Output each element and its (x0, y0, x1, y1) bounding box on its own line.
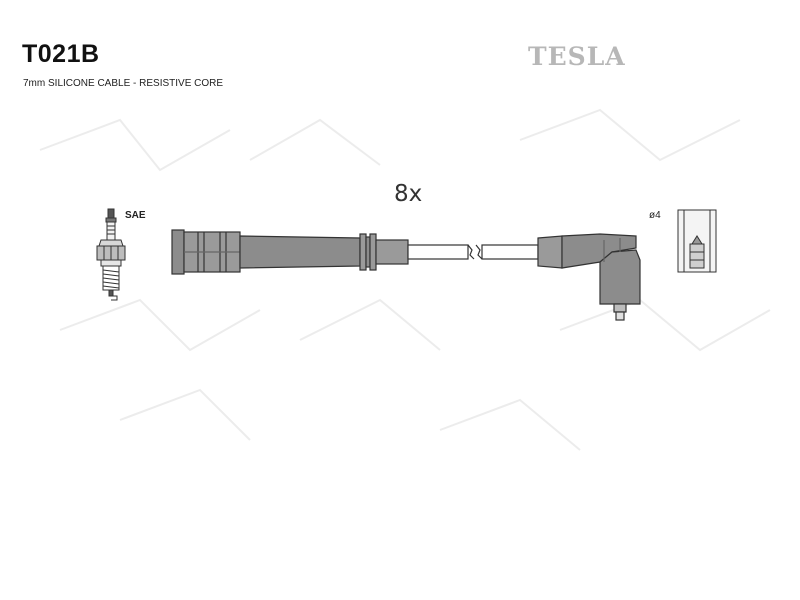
product-subtitle: 7mm SILICONE CABLE - RESISTIVE CORE (23, 78, 224, 89)
quantity-label: 8x (394, 181, 423, 207)
straight-boot (171, 229, 409, 275)
brand-logo: TESLA (528, 42, 626, 71)
terminal-diameter-label: ø4 (649, 210, 661, 221)
spark-plug-icon (96, 208, 126, 301)
spark-plug-type-label: SAE (125, 210, 146, 221)
terminal-connector-icon (677, 209, 717, 273)
angled-boot (537, 233, 641, 321)
part-number: T021B (22, 40, 100, 68)
cable (407, 244, 539, 260)
